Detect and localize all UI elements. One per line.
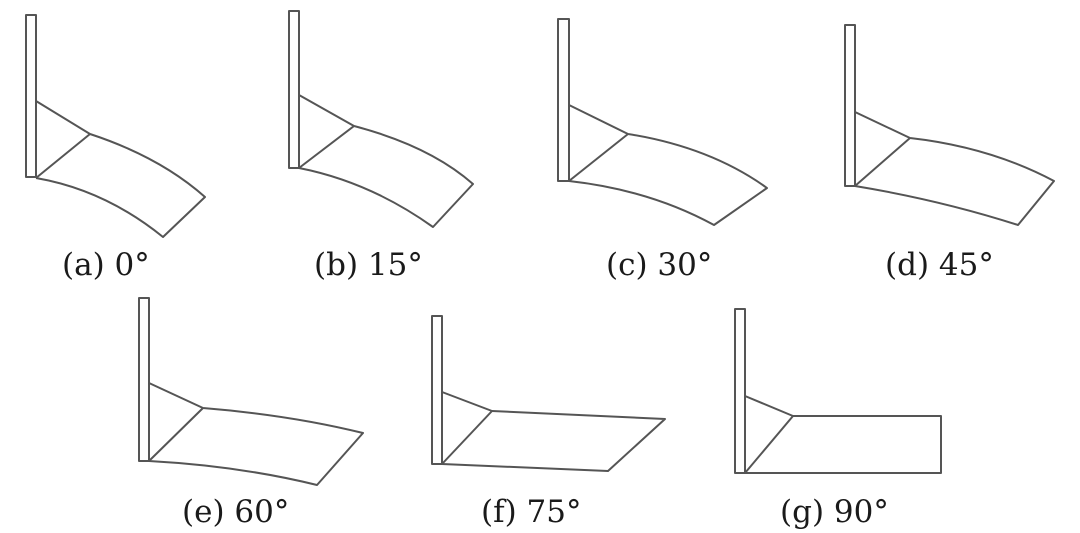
vertical-plate bbox=[25, 14, 37, 178]
vertical-plate bbox=[844, 24, 856, 187]
vertical-plate bbox=[138, 297, 150, 462]
caption-a: (a) 0° bbox=[62, 247, 150, 283]
shape-panel-a bbox=[25, 14, 206, 238]
caption-g: (g) 90° bbox=[780, 494, 889, 530]
shape-panel-d bbox=[844, 24, 1055, 226]
brace-lines bbox=[35, 133, 91, 179]
shape-panel-b bbox=[288, 10, 474, 228]
brace-lines bbox=[744, 415, 794, 474]
brace-lines bbox=[148, 407, 204, 462]
sheet-outline bbox=[148, 382, 364, 486]
shape-panel-c bbox=[557, 18, 768, 226]
shape-panel-g bbox=[734, 308, 942, 474]
caption-c: (c) 30° bbox=[606, 247, 713, 283]
caption-d: (d) 45° bbox=[885, 247, 994, 283]
vertical-plate bbox=[734, 308, 746, 474]
caption-f: (f) 75° bbox=[481, 494, 582, 530]
brace-lines bbox=[298, 125, 355, 169]
sheet-outline bbox=[568, 104, 768, 226]
brace-lines bbox=[441, 410, 493, 465]
brace-lines bbox=[854, 137, 911, 187]
sheet-outline bbox=[35, 100, 206, 238]
sheet-outline bbox=[854, 111, 1055, 226]
shape-panel-e bbox=[138, 297, 364, 486]
vertical-plate bbox=[288, 10, 300, 169]
sheet-outline bbox=[744, 395, 942, 474]
brace-lines bbox=[568, 133, 629, 182]
sheet-outline bbox=[441, 391, 666, 472]
shape-panel-f bbox=[431, 315, 666, 472]
vertical-plate bbox=[431, 315, 443, 465]
caption-e: (e) 60° bbox=[182, 494, 290, 530]
vertical-plate bbox=[557, 18, 570, 182]
caption-b: (b) 15° bbox=[314, 247, 423, 283]
sheet-outline bbox=[298, 94, 474, 228]
